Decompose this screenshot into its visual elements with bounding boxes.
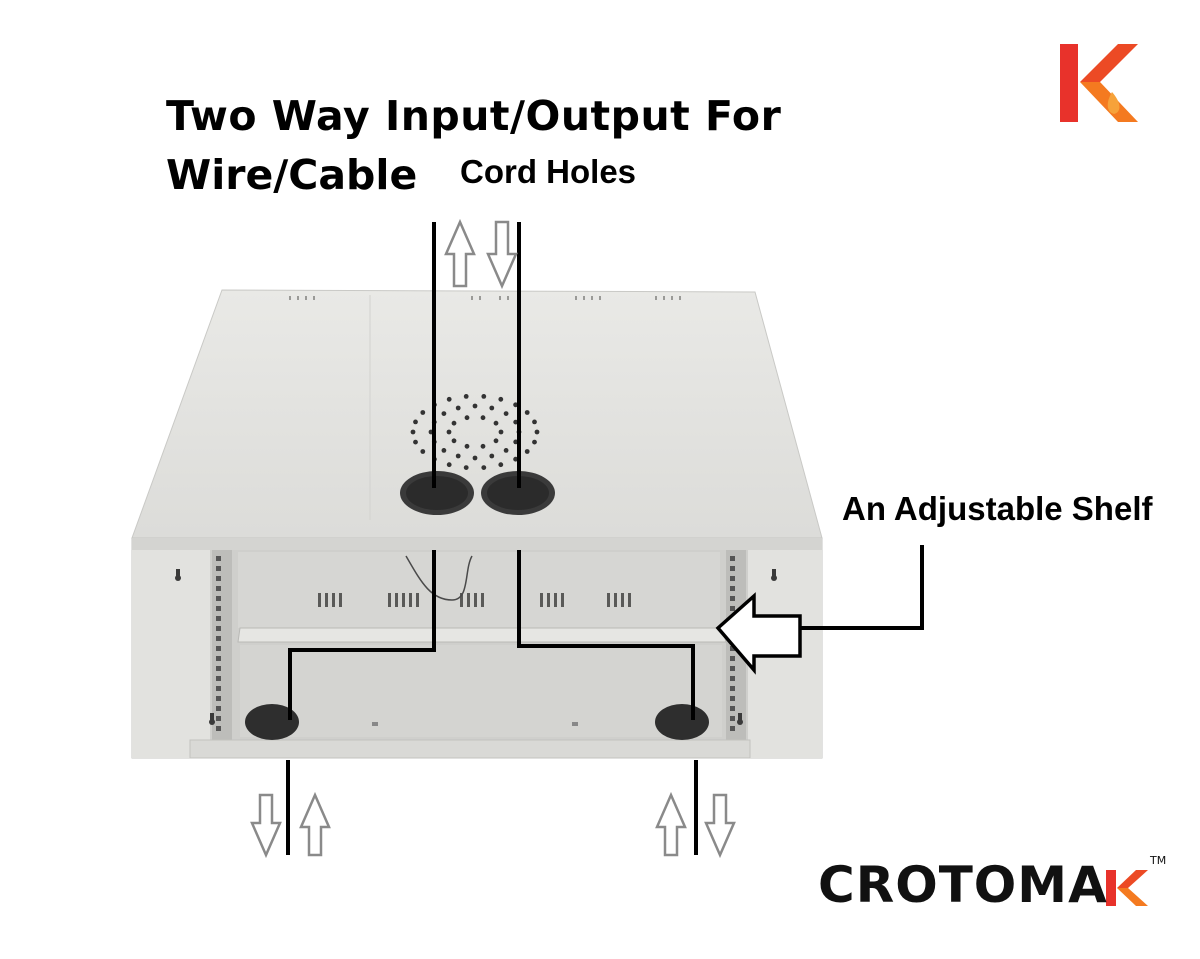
rack-rail-left (212, 550, 232, 740)
arrow-down-top-icon (486, 220, 518, 290)
arrow-down-bottom-right-icon (704, 793, 736, 859)
interior-vent-slots (318, 593, 631, 607)
mounting-keyholes (175, 569, 777, 725)
arrow-down-bottom-left-icon (250, 793, 282, 859)
brand-logo-mark (1060, 44, 1138, 122)
shelf-label: An Adjustable Shelf (842, 490, 1153, 527)
title-line-2: Wire/Cable (166, 151, 418, 199)
bottom-grommet-right (655, 704, 709, 740)
shelf-pointer-arrow-icon (715, 592, 802, 675)
fan-vent-holes (410, 394, 540, 470)
top-vent-slots (289, 296, 681, 300)
adjustable-shelf (237, 627, 727, 643)
arrow-up-bottom-right-icon (655, 791, 687, 857)
brand-name: CROTOMA (818, 856, 1108, 914)
trademark-symbol: TM (1150, 854, 1167, 867)
cabinet-top-panel (131, 289, 823, 539)
title-line-1: Two Way Input/Output For (166, 92, 782, 140)
bottom-grommet-left (245, 704, 299, 740)
arrow-up-top-icon (444, 218, 476, 288)
title-line-2-suffix: Cord Holes (460, 153, 637, 190)
cable-routing-lines (286, 222, 924, 855)
brand-wordmark-k (1106, 870, 1148, 906)
arrow-up-bottom-left-icon (299, 791, 331, 857)
flow-arrows (250, 218, 736, 859)
